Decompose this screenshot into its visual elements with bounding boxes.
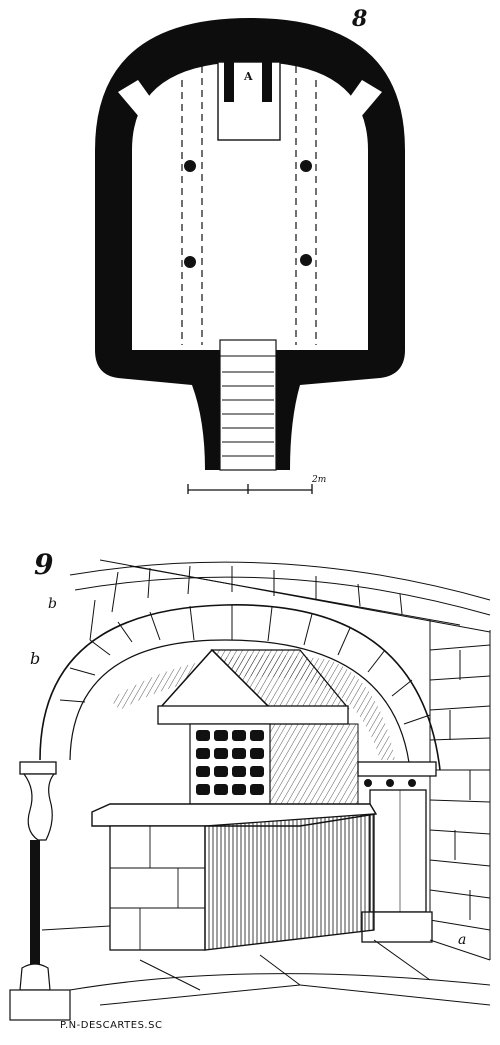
right-brick-wall — [429, 620, 491, 960]
plan-window-right — [342, 80, 382, 118]
plan-inner-room — [132, 62, 368, 350]
view-letter-left-mid: b — [30, 649, 40, 668]
view-letter-left-top: b — [48, 596, 57, 612]
floor-plan-drawing: A 2m — [95, 18, 405, 494]
altar-grille — [189, 723, 271, 805]
plan-altar-pier-left — [224, 40, 234, 102]
plan-stair-steps — [220, 355, 276, 457]
view-letter-right: a — [458, 932, 466, 948]
plan-scale-bar — [187, 484, 313, 494]
plan-room-label: A — [243, 70, 253, 83]
plan-window-left — [118, 80, 158, 118]
altar-canopy — [157, 648, 359, 805]
figure-8-number: 8 — [352, 6, 368, 32]
plan-stair — [219, 339, 277, 471]
altar-table — [91, 803, 378, 951]
vault-ceiling — [69, 559, 491, 641]
plan-scale-label: 2m — [311, 475, 326, 485]
main-arch — [39, 604, 441, 771]
arch-voussoirs — [59, 605, 431, 725]
plan-altar-pier-right — [262, 40, 272, 102]
left-column — [9, 761, 71, 1021]
floor — [41, 925, 491, 1006]
plan-columns — [184, 160, 312, 268]
figure-9-number: 9 — [34, 548, 54, 581]
plan-dashed-lines — [181, 66, 317, 345]
engraver-signature: P.N-DESCARTES.SC — [60, 1020, 163, 1031]
main-arch-intrados — [69, 639, 411, 771]
